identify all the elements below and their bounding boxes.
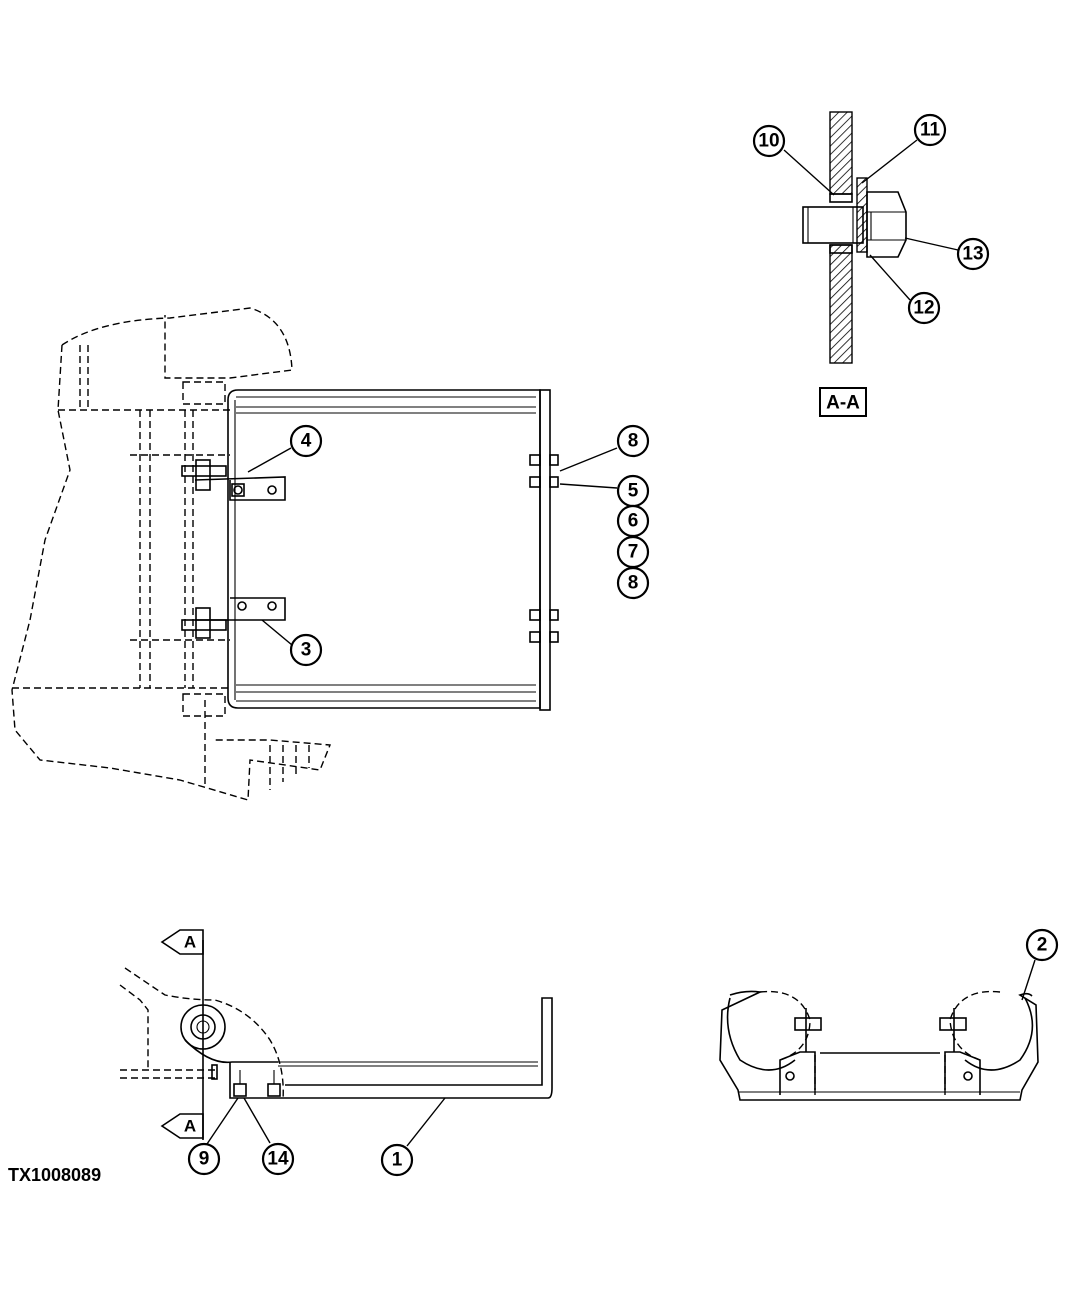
callout-7: 7 <box>616 535 650 569</box>
svg-text:4: 4 <box>301 431 312 452</box>
callout-9: 9 <box>187 1142 221 1176</box>
callout-13: 13 <box>956 237 990 271</box>
svg-text:5: 5 <box>628 481 639 502</box>
callout-10: 10 <box>752 124 786 158</box>
svg-text:8: 8 <box>628 431 639 452</box>
svg-text:1: 1 <box>392 1150 403 1171</box>
callout-12: 12 <box>907 291 941 325</box>
svg-text:9: 9 <box>199 1149 210 1170</box>
callout-8-lower: 8 <box>616 566 650 600</box>
section-arrow-top-letter: A <box>184 933 196 952</box>
svg-text:3: 3 <box>301 640 312 661</box>
leader-lines <box>206 139 1036 1147</box>
side-view: A A <box>119 929 553 1140</box>
callout-6: 6 <box>616 504 650 538</box>
callout-3: 3 <box>289 633 323 667</box>
section-detail <box>802 111 907 364</box>
callout-2: 2 <box>1025 928 1059 962</box>
svg-text:6: 6 <box>628 511 639 532</box>
svg-text:10: 10 <box>758 131 779 152</box>
callout-1: 1 <box>380 1143 414 1177</box>
callout-4: 4 <box>289 424 323 458</box>
callout-11: 11 <box>913 113 947 147</box>
svg-text:14: 14 <box>267 1149 289 1170</box>
mounting-bracket-lower <box>181 597 286 639</box>
svg-text:12: 12 <box>913 298 934 319</box>
svg-text:8: 8 <box>628 573 639 594</box>
callout-8-upper: 8 <box>616 424 650 458</box>
machine-frame-outline <box>11 307 332 801</box>
svg-text:13: 13 <box>962 244 983 265</box>
figure-id: TX1008089 <box>8 1165 102 1185</box>
step-plate-top-view <box>227 389 551 711</box>
svg-text:11: 11 <box>920 120 941 141</box>
callout-5: 5 <box>616 474 650 508</box>
section-label: A-A <box>826 393 860 414</box>
section-label-box: A-A <box>819 387 867 417</box>
callout-14: 14 <box>261 1142 295 1176</box>
svg-text:7: 7 <box>628 542 639 563</box>
front-view <box>719 990 1039 1101</box>
mounting-bracket-upper <box>181 459 286 501</box>
section-arrow-bottom-letter: A <box>184 1117 196 1136</box>
svg-text:2: 2 <box>1037 935 1048 956</box>
plate-bolts-right <box>529 454 559 643</box>
